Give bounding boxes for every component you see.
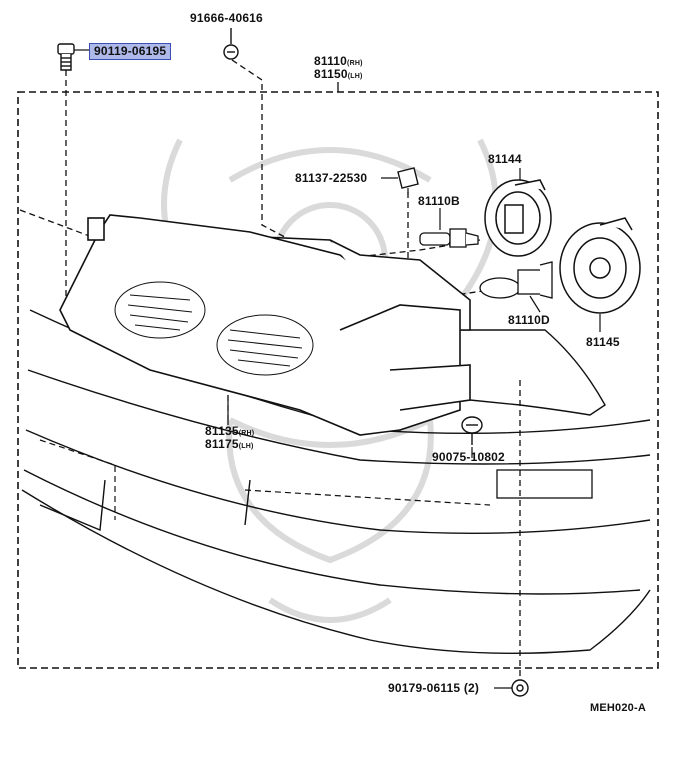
- headlamp-housing: [59, 214, 471, 436]
- clip-part: [397, 167, 419, 189]
- socket-cover-81145: [559, 217, 641, 314]
- lens-pattern: [114, 281, 314, 376]
- bolt-part-number-highlight[interactable]: 90119-06195: [89, 43, 172, 60]
- socket-cover-81144-number: 81144: [488, 152, 522, 166]
- drawing-code: MEH020-A: [590, 702, 647, 714]
- bulb-part-number: 81110B: [418, 194, 460, 208]
- screw-part: [223, 28, 239, 60]
- socket-cover-81145-number: 81145: [586, 335, 620, 349]
- headlamp-rh-number: 81110(RH): [314, 54, 363, 68]
- adjuster-screw-part: [461, 416, 483, 445]
- lens-lh-number: 81175(LH): [205, 437, 254, 451]
- bulb-part: [419, 228, 479, 248]
- label-pointers: [227, 168, 601, 689]
- socket-cover-81144: [484, 179, 552, 257]
- clip-part-number: 81137-22530: [295, 171, 368, 185]
- adjuster-screw-number: 90075-10802: [432, 450, 505, 464]
- lens-rh-number: 81135(RH): [205, 424, 255, 438]
- headlamp-lh-number: 81150(LH): [314, 67, 363, 81]
- assembly-frame: [17, 91, 659, 669]
- bulb-81110d-number: 81110D: [508, 313, 550, 327]
- nut-part-number: 90179-06115 (2): [388, 681, 480, 695]
- bolt-part: [57, 43, 75, 71]
- nut-part: [511, 679, 529, 697]
- screw-part-number: 91666-40616: [190, 11, 263, 25]
- bulb-part-81110d: [479, 261, 553, 299]
